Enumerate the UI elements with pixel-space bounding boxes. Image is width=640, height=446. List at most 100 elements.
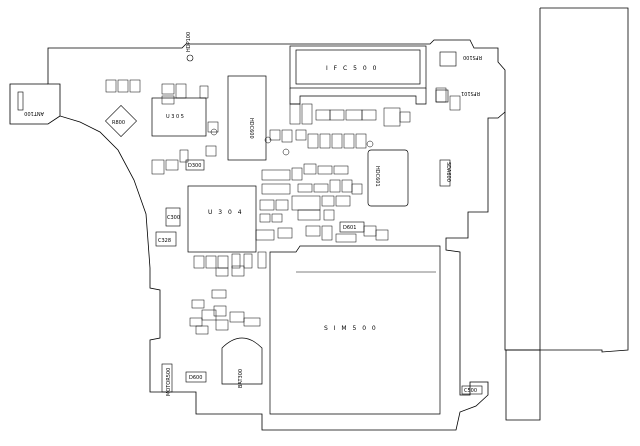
smd-pad [291,167,303,181]
u304-chip: U 3 0 4 [187,185,257,253]
smd-pad [363,225,377,237]
smd-pad [295,129,307,141]
smd-pad [175,83,187,99]
ant100-label: ANT100 [24,110,44,116]
smd-pad [105,79,117,93]
smd-pad [243,253,253,269]
ifc500-label: I F C 5 0 0 [326,65,378,72]
smd-pad [161,95,175,105]
right-frame-inner [504,112,540,351]
test-point [210,128,218,136]
motor500: MOTOR500 [161,363,173,396]
smd-pad [435,87,447,103]
d601-label: D601 [343,225,356,231]
smd-pad [297,209,321,221]
smd-pad [205,145,217,157]
smd-pad [449,95,461,111]
c300: C300 [165,207,181,227]
smd-pad [399,111,411,123]
sda600-label: SDA600 [445,162,451,182]
hdc601-chip: HDC601 [367,149,409,207]
test-point [366,140,374,148]
smd-pad [329,109,345,121]
smd-pad [195,325,209,335]
d600: D600 [185,371,207,383]
smd-pad [259,213,271,223]
hdp100-label: HDP100 [186,32,192,52]
hdc600-label: HDC600 [248,118,254,139]
d600-label: D600 [189,375,202,381]
smd-pad [243,317,261,327]
smd-pad [355,133,367,149]
smd-pad [193,255,205,269]
smd-pad [207,121,219,133]
smd-pad [199,85,209,99]
d300-label: D300 [188,163,201,169]
sim500-holder: S I M 5 0 0 [269,245,441,415]
c328: C328 [155,231,177,247]
smd-pad [215,319,229,331]
ant100-pad: ANT100 [17,91,44,116]
smd-pad [383,107,401,127]
smd-pad [281,129,293,143]
u305-chip: U 3 0 5 [151,97,207,137]
u305-label: U 3 0 5 [166,114,184,120]
c500: C500 [461,385,483,395]
smd-pad [261,183,291,195]
board-outline [47,39,506,431]
smd-pad [271,213,283,223]
d601: D601 [339,221,365,233]
smd-pad [151,159,165,175]
smd-pad [117,79,129,93]
smd-pad [275,199,289,211]
rfs101-label: RFS101 [461,90,480,96]
smd-pad [343,133,355,149]
smd-pad [179,149,189,163]
smd-pad [321,195,335,207]
r800: R800 [105,105,137,137]
right-frame [505,7,629,421]
smd-pad [161,83,175,95]
smd-pad [323,209,335,221]
smd-pad [229,311,245,323]
motor-label: MOTOR500 [166,368,172,396]
smd-pad [269,129,281,141]
d300: D300 [185,159,205,171]
r800-label: R800 [112,120,125,126]
hdp100: HDP100 [186,32,194,62]
smd-pad [319,133,331,149]
smd-pad [335,195,351,207]
test-point [282,148,290,156]
smd-pad [289,103,301,125]
small-components [105,79,461,335]
smd-pad [341,179,353,193]
smd-pad [215,267,229,277]
bat300: BAT300 [221,337,263,388]
smd-pad [205,255,217,269]
smd-pad [317,165,333,175]
smd-pad [345,109,363,121]
smd-pad [351,183,363,195]
u304-label: U 3 0 4 [208,209,244,216]
hdc601-label: HDC601 [374,166,380,187]
smd-pad [321,225,333,241]
sda600: SDA600 [439,159,451,187]
smd-pad [361,109,377,121]
smd-pad [315,109,331,121]
test-point [264,136,272,144]
smd-pad [303,163,317,175]
hdc600-chip: HDC600 [227,75,267,161]
smd-pad [291,195,321,211]
smd-pad [297,183,313,193]
smd-pad [305,225,321,237]
smd-pad [191,299,205,309]
smd-pad [129,79,141,93]
smd-pad [257,251,267,269]
bat300-label: BAT300 [238,369,244,388]
smd-pad [313,183,329,193]
smd-pad [189,317,203,327]
smd-pad [231,265,245,277]
smd-pad [255,229,275,241]
smd-pad [307,133,319,149]
